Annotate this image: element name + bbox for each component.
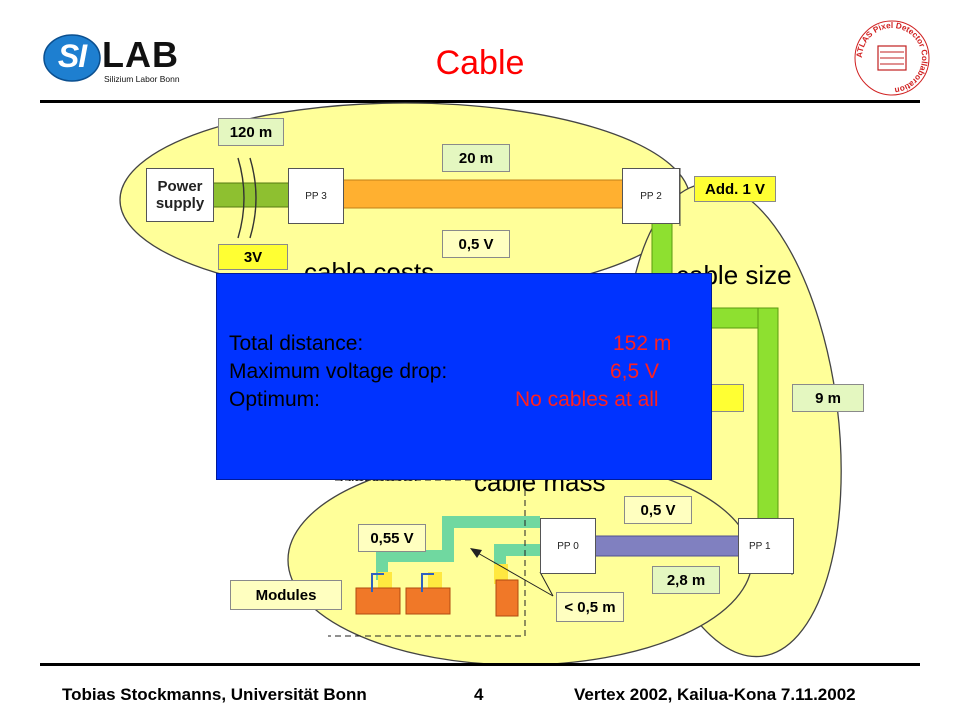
module-3	[495, 579, 519, 617]
footer-event: Vertex 2002, Kailua-Kona 7.11.2002	[574, 685, 856, 704]
summary-overlay: Total distance: 152 m Maximum voltage dr…	[216, 273, 712, 480]
voltage-055v-label: 0,55 V	[358, 524, 426, 552]
total-distance-value: 152 m	[613, 332, 672, 355]
optimum-label: Optimum:	[229, 388, 321, 411]
pp0-box: PP 0	[540, 518, 596, 574]
logo-subtitle: Silizium Labor Bonn	[104, 74, 180, 84]
distance-120m-label: 120 m	[218, 118, 284, 146]
module-connector-2	[428, 572, 442, 592]
silab-logo: SI LAB Silizium Labor Bonn	[40, 32, 190, 88]
distance-9m-label: 9 m	[792, 384, 864, 412]
arrow-lt05-short	[539, 571, 554, 597]
power-supply-label: Power supply	[155, 178, 205, 212]
seal-graphic: ATLAS Pixel Detector Collaboration	[854, 20, 930, 96]
voltage-drop-row: Maximum voltage drop:	[229, 360, 447, 384]
grey-cable-pp0-pp1	[593, 535, 743, 557]
silab-logo-mark	[43, 34, 101, 82]
pp3-box: PP 3	[288, 168, 344, 224]
pp0-label: PP 0	[557, 540, 579, 552]
voltage-3v-label: 3V	[218, 244, 288, 270]
pixel-detector-boundary	[328, 479, 526, 637]
power-supply-box: Power supply	[146, 168, 214, 222]
voltage-drop-label: Maximum voltage drop:	[229, 360, 448, 383]
distance-lt05m-label: < 0,5 m	[556, 592, 624, 622]
logo-mark-text: SI	[57, 38, 87, 74]
power-supply-cable	[211, 182, 293, 208]
pp2-label: PP 2	[640, 190, 662, 202]
footer-page-number: 4	[474, 685, 484, 704]
module-connector-3	[494, 564, 508, 584]
arrow-lt05-line	[475, 551, 554, 597]
total-distance-row: Total distance:	[229, 332, 363, 356]
optimum-value: No cables at all	[515, 388, 659, 411]
voltage-drop-value: 6,5 V	[610, 360, 660, 383]
page-title: Cable	[435, 44, 525, 82]
cable-break-mark	[237, 157, 257, 239]
pp3-label: PP 3	[305, 190, 327, 202]
pp2-box: PP 2	[622, 168, 680, 224]
module-bracket-2	[421, 573, 434, 592]
footer-author: Tobias Stockmanns, Universität Bonn	[62, 685, 367, 704]
green-cable-vertical-right	[757, 307, 779, 521]
module-1	[355, 587, 401, 615]
top-divider	[40, 100, 920, 103]
orange-cable-pp3-pp2	[341, 179, 625, 209]
module-2	[405, 587, 451, 615]
arrow-lt05-head	[470, 548, 482, 558]
total-distance-label: Total distance:	[229, 332, 364, 355]
atlas-pixel-seal: ATLAS Pixel Detector Collaboration	[852, 18, 932, 98]
module-cable-upper	[376, 516, 540, 580]
optimum-row: Optimum:	[229, 388, 320, 412]
module-bracket-1	[371, 573, 384, 592]
distance-28m-label: 2,8 m	[652, 566, 720, 594]
logo-text: LAB	[102, 34, 179, 75]
additional-voltage-label: Add. 1 V	[694, 176, 776, 202]
pp1-box: PP 1	[738, 518, 794, 574]
distance-20m-label: 20 m	[442, 144, 510, 172]
voltage-drop-05v-top-label: 0,5 V	[442, 230, 510, 258]
module-connector-1	[378, 572, 392, 592]
voltage-strip-label	[710, 384, 744, 412]
pp1-label: PP 1	[749, 540, 771, 552]
voltage-drop-05v-low-label: 0,5 V	[624, 496, 692, 524]
bottom-divider	[40, 663, 920, 666]
modules-label: Modules	[230, 580, 342, 610]
